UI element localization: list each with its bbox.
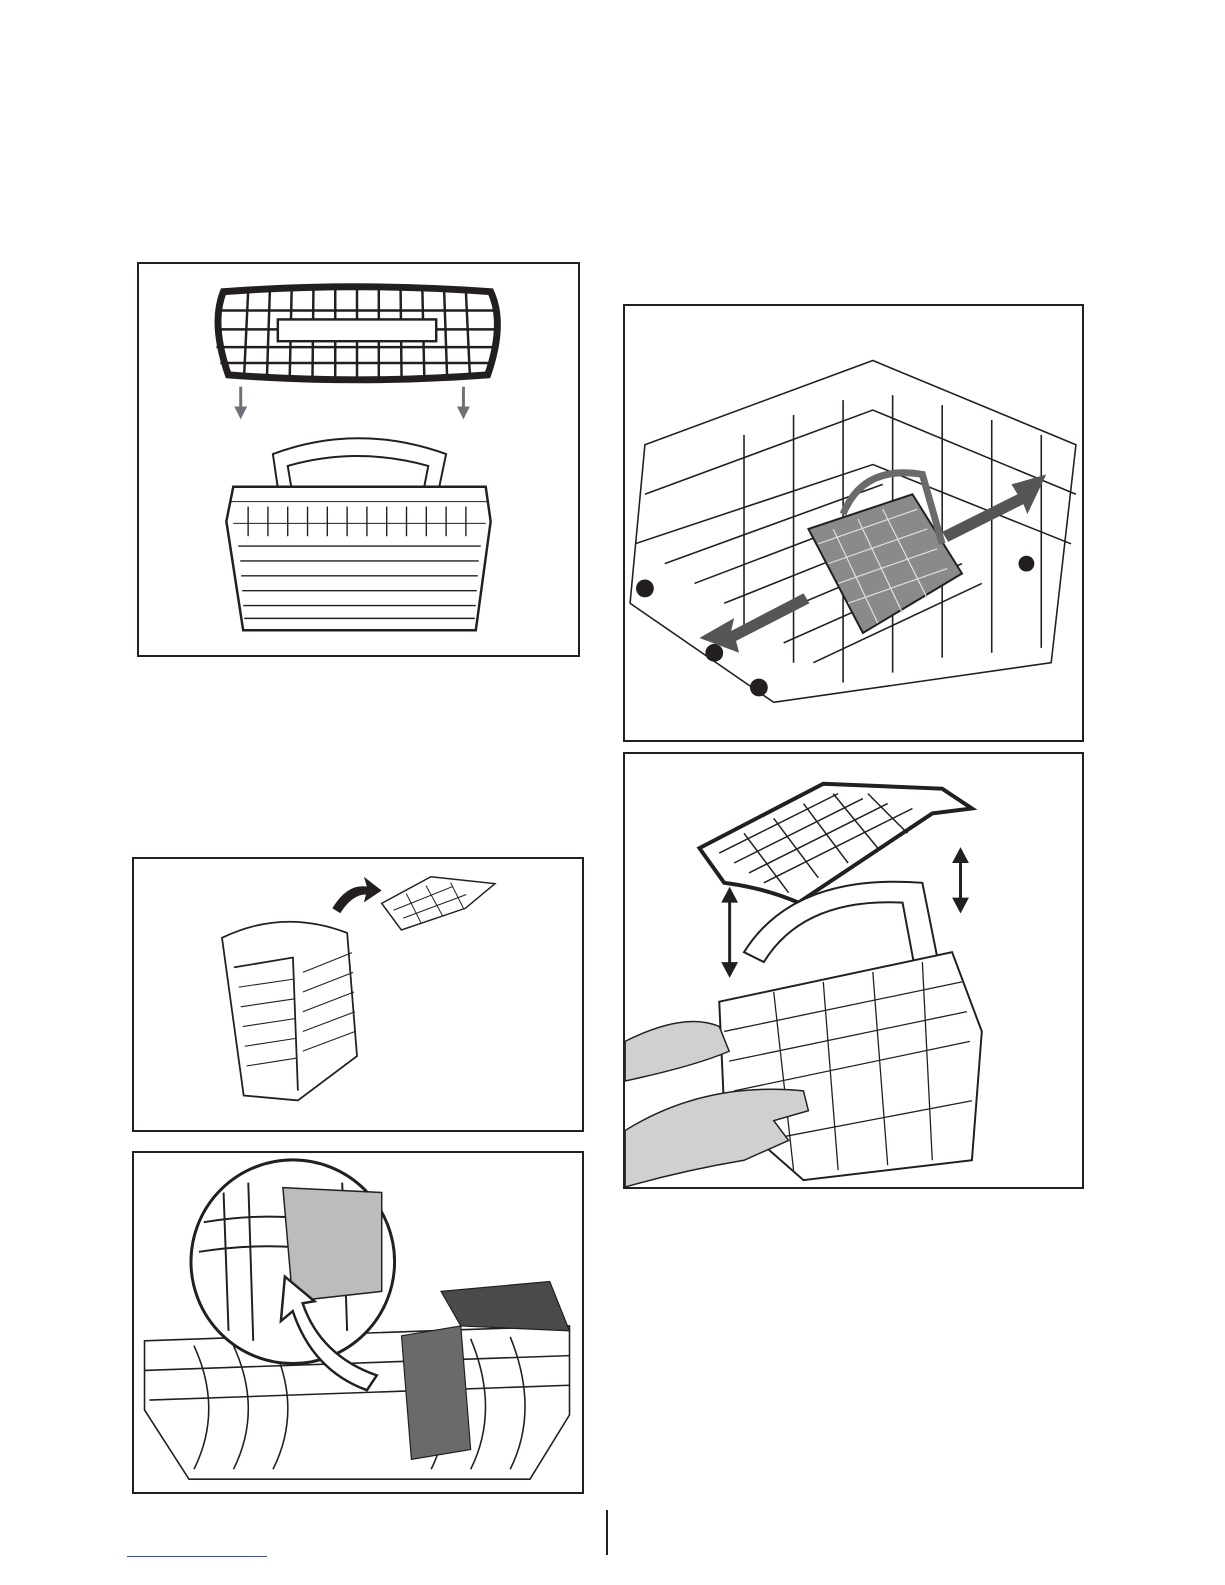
figure-rack-mount	[132, 1151, 584, 1494]
basket-in-rack-dark	[401, 1281, 569, 1459]
page-divider	[606, 1510, 608, 1555]
basket-in-rack	[808, 473, 962, 633]
figure-lid-remove	[623, 752, 1084, 1189]
figure-rack-slide	[623, 304, 1084, 742]
figure-lid-fit	[137, 262, 580, 657]
lid-grid-small	[382, 877, 495, 930]
tall-cutlery-basket	[222, 922, 357, 1101]
lower-rack	[145, 1326, 570, 1479]
magnifier-detail	[191, 1160, 395, 1364]
lid-hinge-illustration	[134, 859, 582, 1130]
rack-mount-illustration	[134, 1153, 582, 1492]
curved-arrow-icon	[332, 877, 381, 913]
cutlery-basket	[226, 438, 490, 630]
footer-link-underline[interactable]	[127, 1556, 267, 1557]
rack-slide-illustration	[625, 306, 1082, 740]
arrow-down-icon	[234, 387, 470, 420]
basket-lid-grid	[216, 287, 497, 380]
basket-lid-grid	[699, 784, 971, 903]
lid-fit-illustration	[139, 264, 578, 655]
figure-lid-hinge	[132, 857, 584, 1132]
lid-remove-illustration	[625, 754, 1082, 1187]
